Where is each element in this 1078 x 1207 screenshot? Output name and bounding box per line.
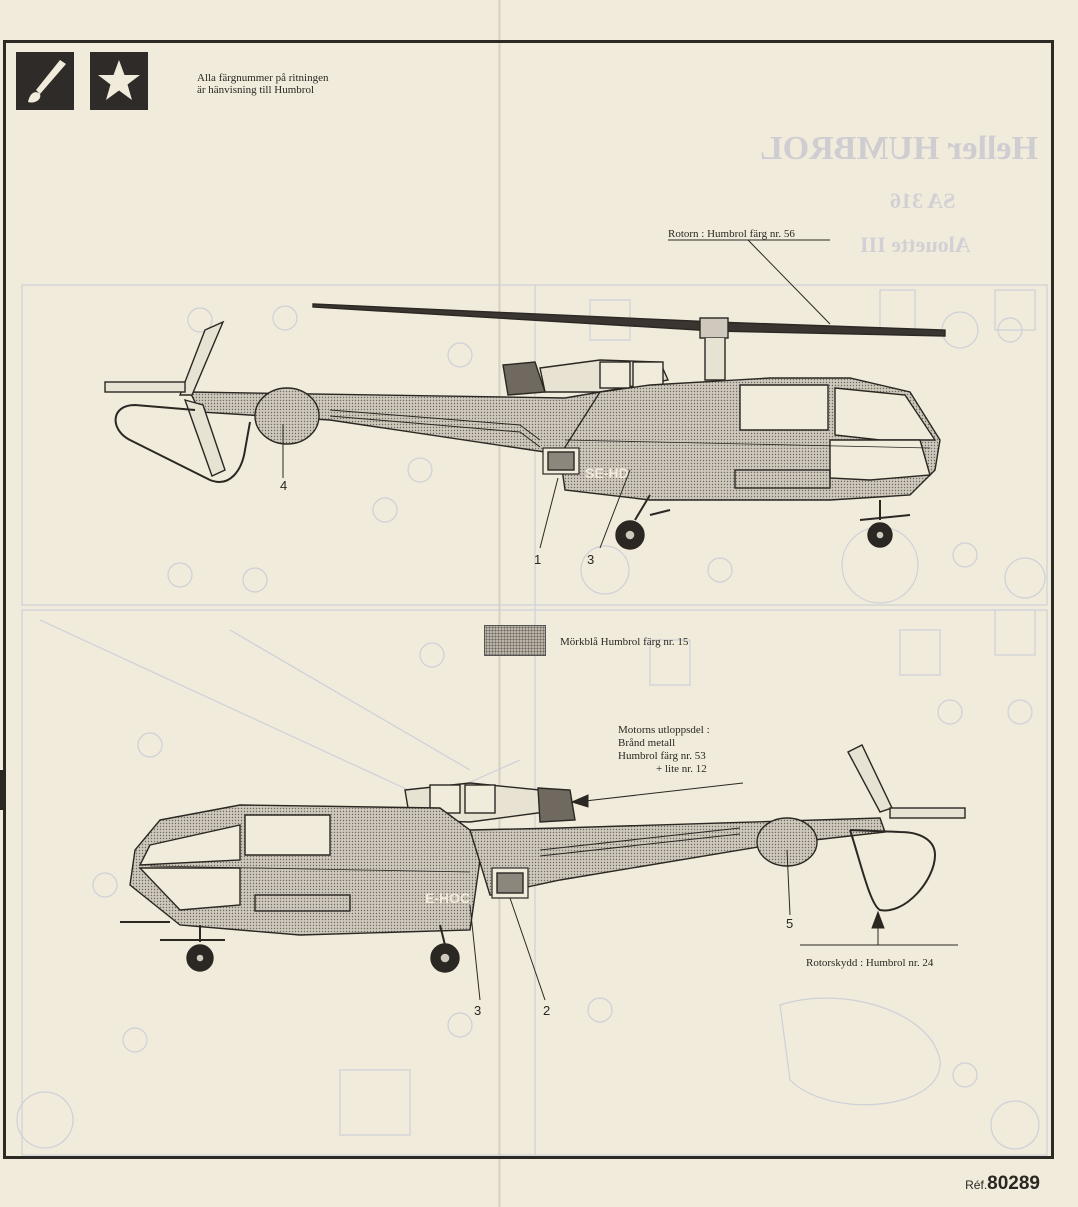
reference-number: Réf.80289 <box>965 1173 1040 1195</box>
exhaust-paint-callout: Motorns utloppsdel : Brånd metall Humbro… <box>618 724 710 776</box>
exhaust-callout-line2: Brånd metall <box>618 737 676 749</box>
exhaust-callout-line3: Humbrol färg nr. 53 <box>618 750 706 762</box>
reference-prefix: Réf. <box>965 1178 988 1192</box>
marker-bottom-5: 5 <box>786 916 794 931</box>
top-leader-lines <box>282 239 831 549</box>
dark-blue-swatch <box>484 625 546 656</box>
helicopter-side-view-bottom <box>120 744 966 973</box>
diagram-frame <box>3 40 1054 1159</box>
marker-top-4: 4 <box>280 478 288 493</box>
reference-value: 80289 <box>987 1173 1040 1194</box>
swatch-label: Mörkblå Humbrol färg nr. 15 <box>560 636 689 648</box>
bottom-leader-lines <box>469 782 958 1001</box>
star-icon <box>90 52 148 110</box>
helicopter-side-view-top <box>104 303 946 550</box>
color-note-line2: är hänvisning till Humbrol <box>197 84 315 96</box>
exhaust-callout-line4: + lite nr. 12 <box>656 763 707 775</box>
paper-fold <box>498 0 501 1207</box>
marker-top-3: 3 <box>587 552 595 567</box>
edge-mark <box>0 770 6 810</box>
bottom-registration: E-HOC <box>425 890 470 906</box>
rotor-guard-callout: Rotorskydd : Humbrol nr. 24 <box>806 957 934 969</box>
exhaust-callout-line1: Motorns utloppsdel : <box>618 724 710 736</box>
color-note-line1: Alla färgnummer på ritningen <box>197 72 329 84</box>
top-registration: SE-HD <box>585 465 629 481</box>
color-note: Alla färgnummer på ritningen är hänvisni… <box>197 72 328 96</box>
paintbrush-icon <box>16 52 74 110</box>
marker-bottom-2: 2 <box>543 1003 551 1018</box>
marker-bottom-3: 3 <box>474 1003 482 1018</box>
marker-top-1: 1 <box>534 552 542 567</box>
rotor-paint-callout: Rotorn : Humbrol färg nr. 56 <box>668 228 795 240</box>
